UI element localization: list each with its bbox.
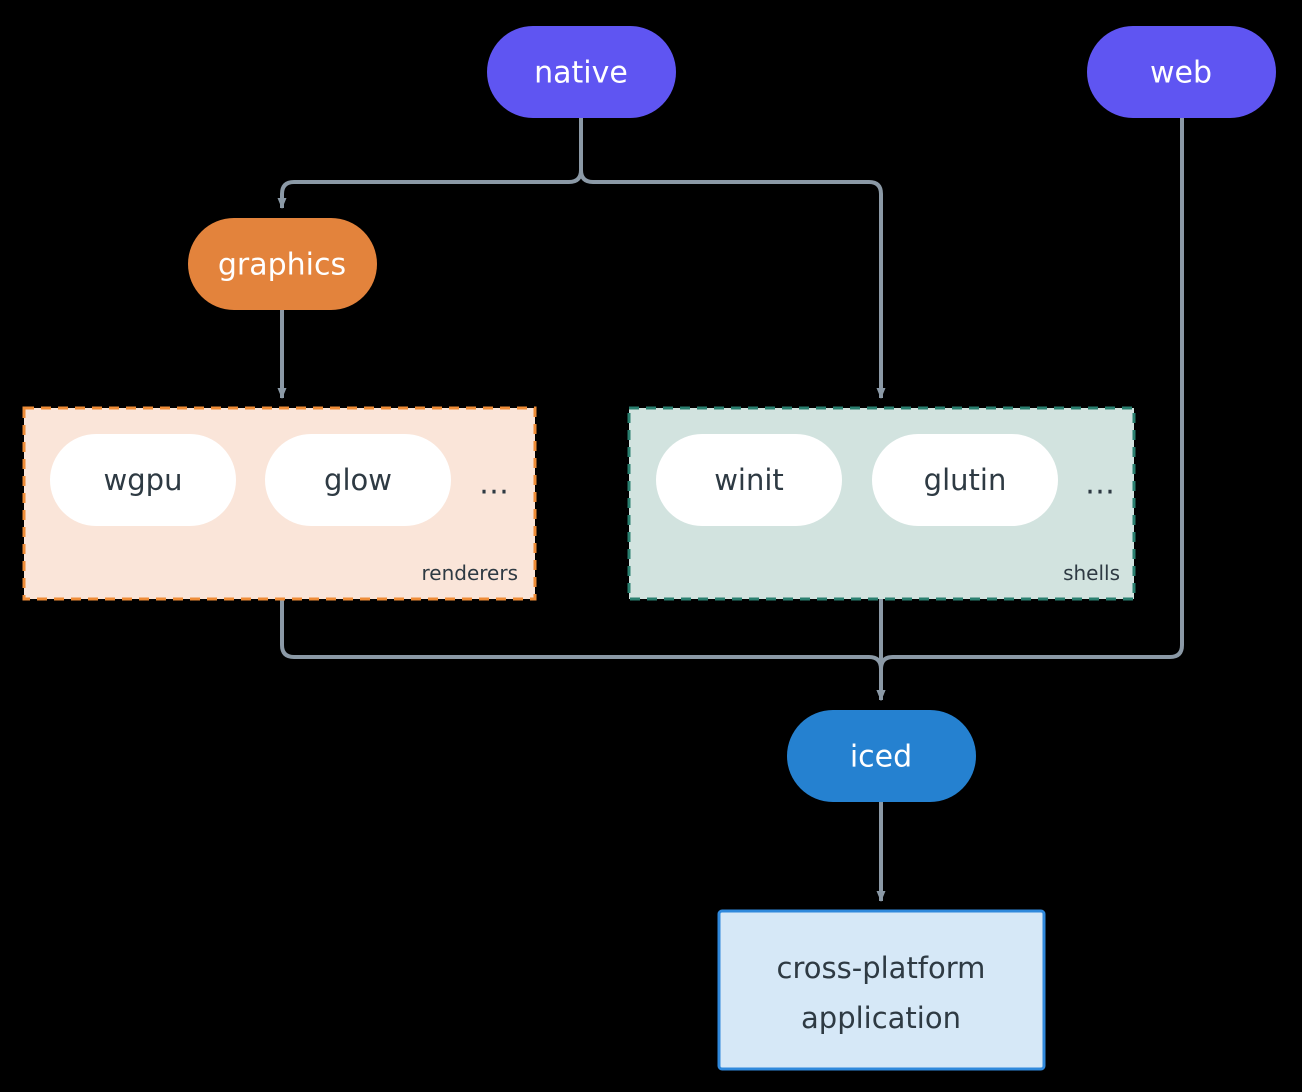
chip-glutin[interactable] — [872, 434, 1058, 526]
node-graphics-label: graphics — [218, 248, 346, 283]
node-native[interactable]: native — [487, 26, 676, 118]
edge-web-to-iced — [876, 118, 1184, 701]
node-iced-shape[interactable] — [787, 710, 976, 802]
connector-layer — [277, 118, 1184, 902]
node-application-label-line1: cross-platform — [777, 951, 986, 985]
group-renderers: wgpu glow … renderers — [22, 406, 537, 601]
shells-ellipsis: … — [1085, 467, 1115, 502]
chip-glutin-label: glutin — [924, 463, 1007, 497]
node-iced-label: iced — [850, 740, 912, 775]
group-shells: winit glutin … shells — [627, 406, 1136, 601]
node-application-label-line2: application — [801, 1001, 961, 1035]
edge-renderers-to-iced — [280, 599, 886, 701]
node-graphics[interactable]: graphics — [188, 218, 377, 310]
chip-winit[interactable] — [656, 434, 842, 526]
node-native-shape[interactable] — [487, 26, 676, 118]
chip-wgpu-label: wgpu — [104, 463, 183, 497]
edge-native-to-graphics — [277, 118, 583, 209]
chip-wgpu[interactable] — [50, 434, 236, 526]
node-application-shape[interactable] — [717, 909, 1046, 1071]
node-web-shape[interactable] — [1087, 26, 1276, 118]
node-web-label: web — [1150, 56, 1212, 91]
renderers-ellipsis: … — [479, 467, 509, 502]
edge-native-to-shells — [579, 118, 886, 399]
node-application[interactable]: cross-platform application — [717, 909, 1046, 1071]
node-graphics-shape[interactable] — [188, 218, 377, 310]
chip-glow-label: glow — [324, 463, 392, 497]
renderers-group-label: renderers — [422, 561, 519, 585]
chip-winit-label: winit — [714, 463, 784, 497]
chip-glow[interactable] — [265, 434, 451, 526]
node-native-label: native — [534, 56, 628, 91]
node-web[interactable]: web — [1087, 26, 1276, 118]
shells-group-label: shells — [1063, 561, 1120, 585]
node-iced[interactable]: iced — [787, 710, 976, 802]
